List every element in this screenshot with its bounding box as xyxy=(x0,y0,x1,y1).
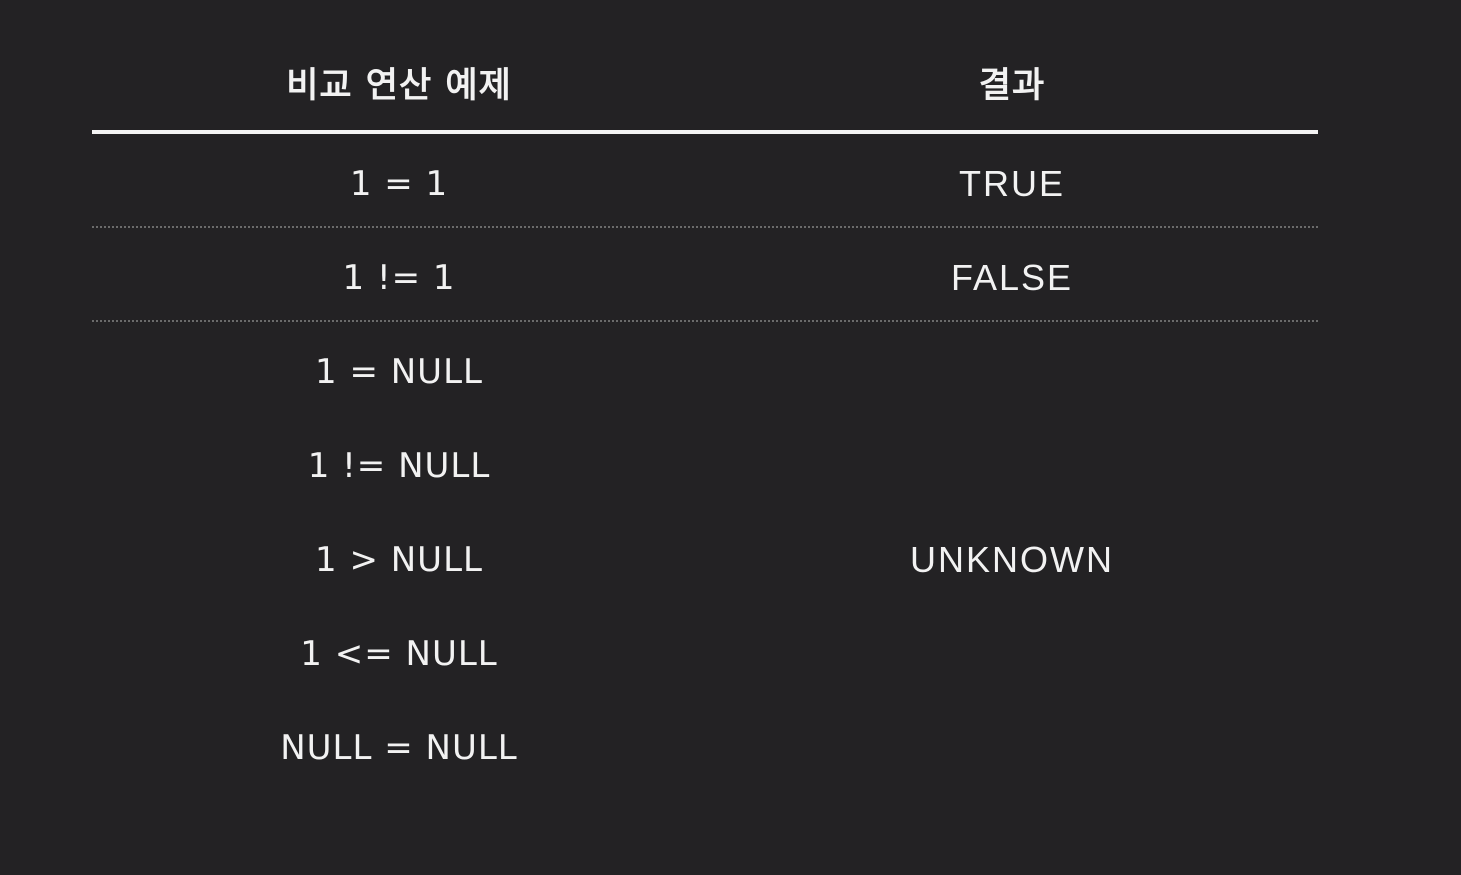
header-example: 비교 연산 예제 xyxy=(286,66,512,106)
row-divider xyxy=(92,226,1318,228)
row-divider xyxy=(92,320,1318,322)
example-cell: 1 != 1 xyxy=(342,258,456,298)
example-cell: NULL = NULL xyxy=(280,728,518,768)
example-cell: 1 = NULL xyxy=(315,352,483,392)
example-cell: 1 = 1 xyxy=(349,164,449,204)
example-cell: 1 > NULL xyxy=(315,540,483,580)
example-cell: 1 != NULL xyxy=(307,446,491,486)
example-cell: 1 <= NULL xyxy=(300,634,498,674)
header-result: 결과 xyxy=(978,66,1046,106)
result-cell: TRUE xyxy=(959,163,1065,204)
result-cell-unknown: UNKNOWN xyxy=(910,539,1114,580)
header-divider xyxy=(92,130,1318,134)
result-cell: FALSE xyxy=(950,257,1074,298)
